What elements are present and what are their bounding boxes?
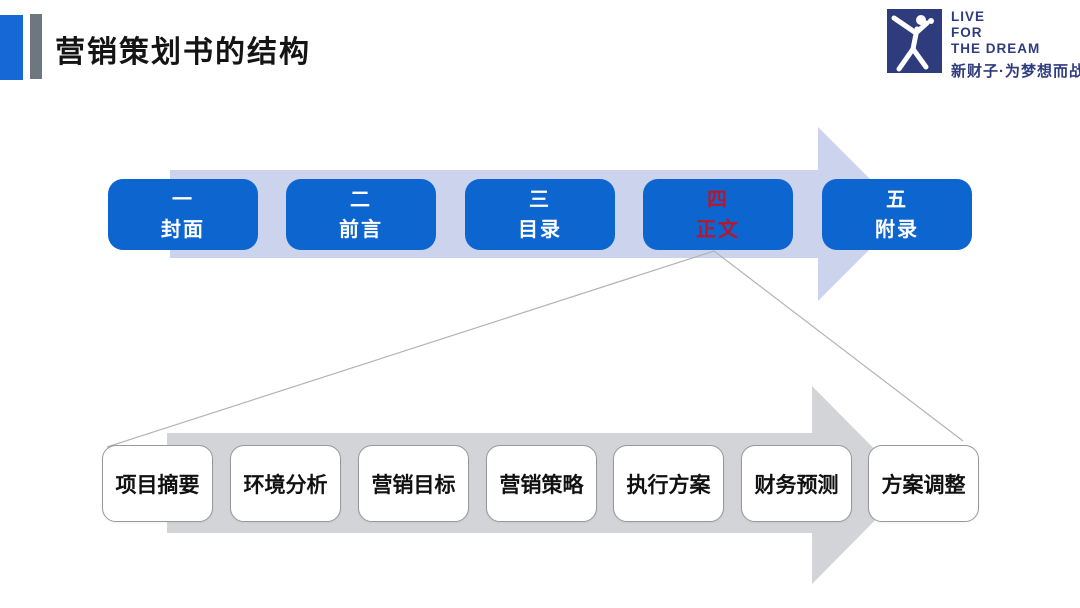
substep-plan-adjustment: 方案调整	[868, 445, 979, 522]
substep-execution-plan: 执行方案	[613, 445, 724, 522]
flow-step-number: 一	[172, 188, 194, 211]
expand-connector-lines	[106, 250, 964, 448]
flow-step-label: 正文	[696, 218, 740, 241]
substep-marketing-strategy: 营销策略	[486, 445, 597, 522]
substep-environment-analysis: 环境分析	[230, 445, 341, 522]
flow-step-label: 目录	[518, 218, 562, 241]
flow-step-appendix: 五 附录	[822, 179, 972, 250]
substep-marketing-goals: 营销目标	[358, 445, 469, 522]
page-title: 营销策划书的结构	[55, 36, 311, 69]
flow-step-number: 五	[886, 188, 908, 211]
flow-step-number: 三	[529, 188, 551, 211]
flow-step-number: 二	[350, 188, 372, 211]
flow-step-label: 封面	[161, 218, 205, 241]
flow-step-body-highlighted: 四 正文	[643, 179, 793, 250]
logo-tagline: 新财子·为梦想而战	[951, 63, 1080, 80]
logo-line-3: THE DREAM	[951, 41, 1041, 56]
title-accent-blue-bar	[0, 15, 23, 80]
flow-step-label: 附录	[875, 218, 919, 241]
flow-step-number: 四	[707, 188, 729, 211]
substep-project-summary: 项目摘要	[102, 445, 213, 522]
substep-financial-forecast: 财务预测	[741, 445, 852, 522]
flow-step-foreword: 二 前言	[286, 179, 436, 250]
flow-step-contents: 三 目录	[465, 179, 615, 250]
brand-logo: LIVE FOR THE DREAM 新财子·为梦想而战	[887, 9, 1080, 81]
logo-line-1: LIVE	[951, 9, 986, 24]
title-accent-gray-bar	[30, 14, 42, 79]
logo-line-2: FOR	[951, 25, 983, 40]
flow-step-cover: 一 封面	[108, 179, 258, 250]
logo-text: LIVE FOR THE DREAM 新财子·为梦想而战	[951, 9, 1080, 81]
flow-step-label: 前言	[339, 218, 383, 241]
dancer-icon	[887, 9, 942, 73]
